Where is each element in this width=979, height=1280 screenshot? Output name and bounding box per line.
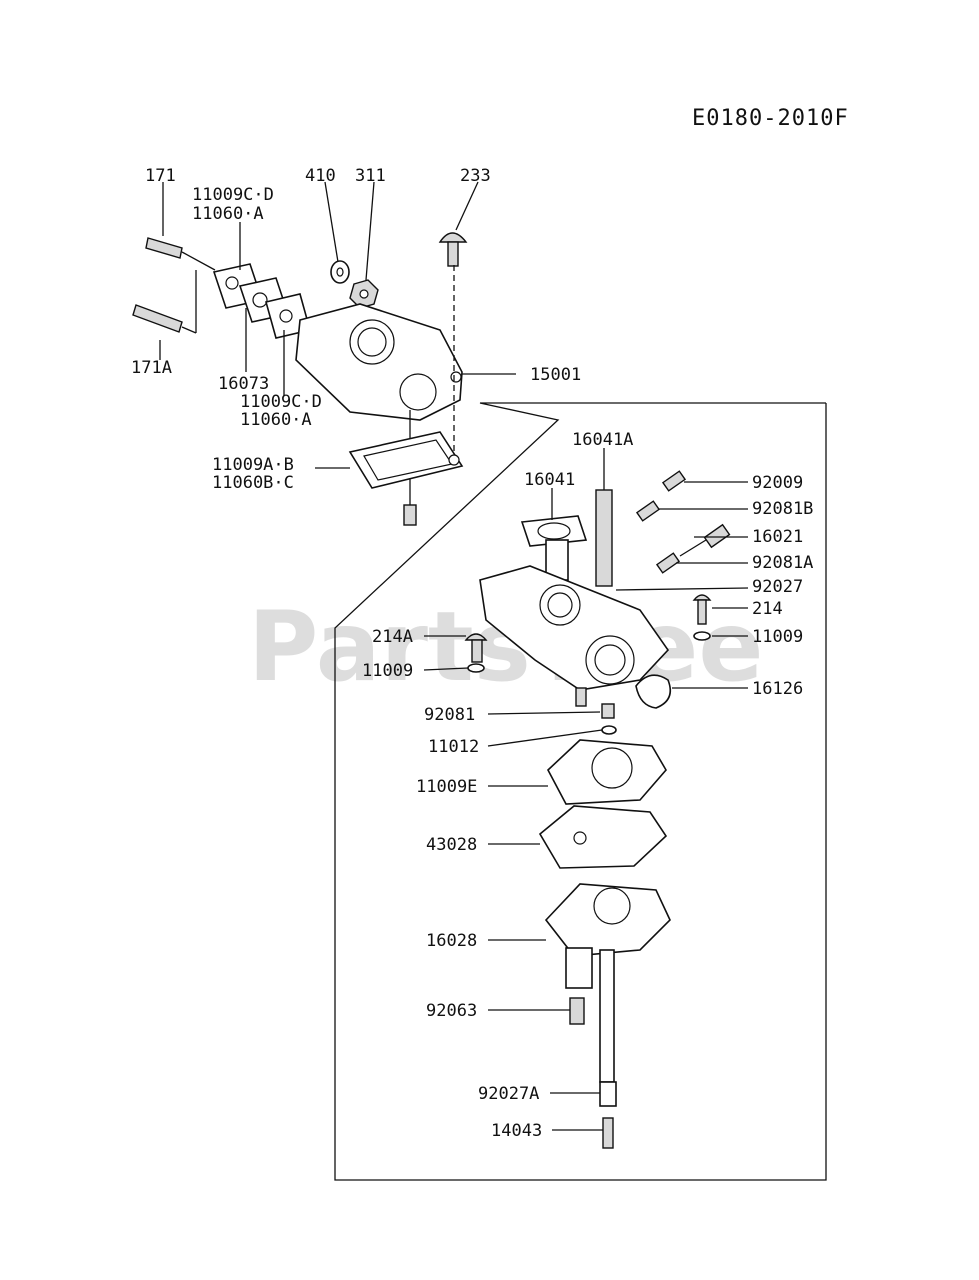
collar-92027A [599,1081,617,1107]
callout-214A: 214A [372,627,413,647]
callout-16041: 16041 [524,470,575,490]
nozzle-16041A [595,489,613,587]
screw-214 [692,594,712,641]
callout-233: 233 [460,166,491,186]
screw-92063 [569,997,585,1025]
callout-214: 214 [752,599,783,619]
cover-16126 [635,674,672,709]
callout-92081A: 92081A [752,553,813,573]
callout-92009: 92009 [752,473,803,493]
callout-410: 410 [305,166,336,186]
callout-92027: 92027 [752,577,803,597]
spring-92081A [655,552,681,574]
callout-92027A: 92027A [478,1084,539,1104]
callout-43028: 43028 [426,835,477,855]
callout-11060A-bottom: 11060·A [240,410,312,430]
callout-14043: 14043 [491,1121,542,1141]
gasket-11009E [547,739,667,805]
screw-16021 [679,523,731,557]
callout-16041A: 16041A [572,430,633,450]
diaphragm-43028 [538,805,668,869]
screw-233 [438,232,468,267]
callout-11009-right: 11009 [752,627,803,647]
callout-11009A-B: 11009A·B [212,455,294,475]
callout-11009-left: 11009 [362,661,413,681]
screw-214A [464,633,488,673]
callout-92063: 92063 [426,1001,477,1021]
callout-16126: 16126 [752,679,803,699]
callout-15001: 15001 [530,365,581,385]
callout-11012: 11012 [428,737,479,757]
callout-labels: 171 171A 11009C·D 11060·A 410 311 233 16… [131,166,813,1141]
washer-410 [330,260,350,284]
oring-11012 [601,725,617,735]
nut-311 [349,279,379,309]
callout-11009C-D-top: 11009C·D [192,185,274,205]
main-body-16041 [479,565,670,707]
spring-92081 [601,703,615,719]
screw-92009 [661,470,748,492]
callout-16021: 16021 [752,527,803,547]
callout-16073: 16073 [218,374,269,394]
gasket-11009A-B [348,431,464,489]
float-chamber-16028 [544,883,671,1083]
screw-14043 [602,1117,614,1149]
detail-frame [334,402,827,1181]
callout-171: 171 [145,166,176,186]
callout-16028: 16028 [426,931,477,951]
drawing-code: E0180-2010F [692,106,849,131]
callout-92081: 92081 [424,705,475,725]
callout-11060B-C: 11060B·C [212,473,294,493]
carburetor-body-15001 [295,303,463,526]
spring-92081B [635,500,748,522]
leader-lines [159,181,749,1131]
callout-11009C-D-bottom: 11009C·D [240,392,322,412]
callout-11060A-top: 11060·A [192,204,264,224]
callout-92081B: 92081B [752,499,813,519]
callout-171A: 171A [131,358,172,378]
stud-171A [132,270,197,334]
callout-11009E: 11009E [416,777,477,797]
stud-171 [145,237,216,271]
callout-311: 311 [355,166,386,186]
